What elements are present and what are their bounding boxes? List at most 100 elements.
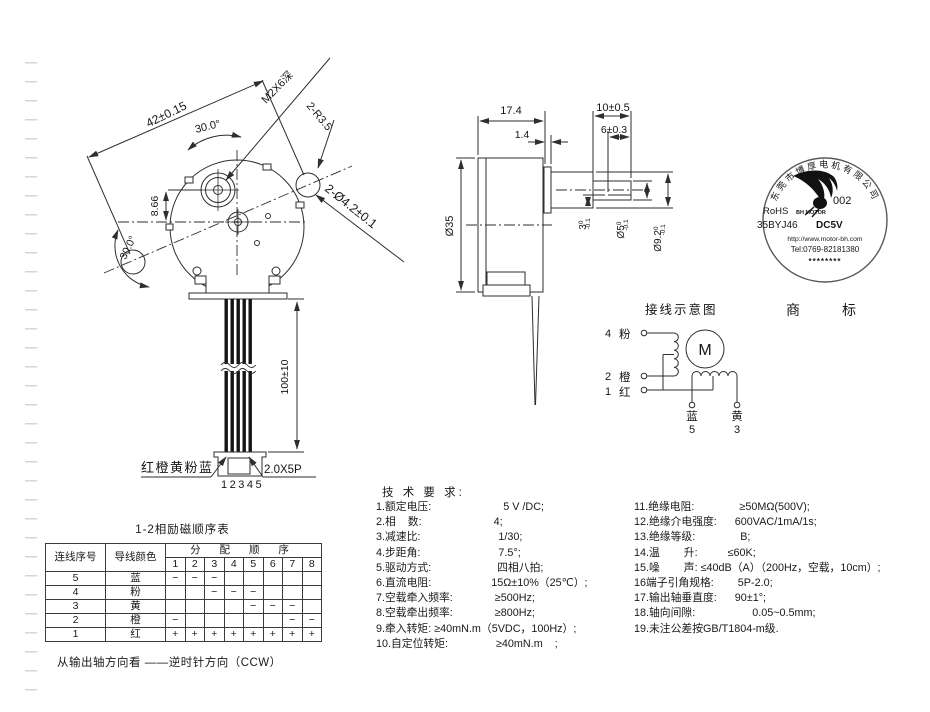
tech-label: 15.噪 声: [634,561,701,574]
trademark-label: 商标 [786,302,898,318]
cell [301,571,323,586]
tech-item: 3.减速比: 1/30; [376,530,638,545]
tech-value: 5P-2.0; [737,577,773,590]
tech-item: 4.步距角: 7.5°; [376,546,638,561]
wire-color: 黄 [105,599,166,614]
tech-item: 11.绝缘电阻: ≥50MΩ(500V); [634,500,926,515]
tech-label: 16端子引角规格: [634,577,738,590]
table-row: 3 黄 − − − [45,599,323,614]
tech-value: 7.5°; [498,546,521,559]
tech-item: 17.输出轴垂直度: 90±1°; [634,591,926,606]
tech-item: 19.未注公差按GB/T1804-m级. [634,622,926,637]
angle-left-label: 30.0° [118,234,140,261]
motor-symbol-circle [685,329,725,369]
cell [223,599,244,614]
cell: − [165,613,186,628]
cell: + [223,627,244,642]
cell [262,571,283,586]
tech-item: 10.自定位转矩: ≥40mN.m ; [376,637,638,652]
cell [243,613,264,628]
stamp-reg-mark: ® [808,179,814,187]
tech-value: B; [740,531,751,544]
eagle-logo-icon [793,170,838,218]
pin5-number: 5 [689,424,695,436]
cell: − [184,571,205,586]
tech-requirements-right: 11.绝缘电阻: ≥50MΩ(500V); 12.绝缘介电强度: 600VAC/… [634,500,926,637]
tech-label: 1.额定电压: [376,501,504,513]
dim-174-label: 17.4 [500,105,521,117]
tech-value: 600VAC/1mA/1s; [734,516,817,529]
tech-label: 8.空载牵出频率: [376,607,495,620]
table-row: 5 蓝 − − − [45,571,323,586]
tech-value: 90±1°; [734,592,767,605]
col-header-order: 分 配 顺 序 [164,543,323,558]
tech-item: 7.空载牵入频率: ≥500Hz; [376,591,638,606]
pin1-color: 红 [619,386,631,399]
tech-label: 17.输出轴垂直度: [634,592,735,605]
cell: + [165,627,186,642]
pin3-number: 3 [734,424,740,436]
tech-value: 5 V /DC; [503,501,544,513]
tech-item: 9.牵入转矩: ≥40mN.m（5VDC，100Hz）; [376,622,638,637]
tech-value: ≤40dB（A）（200Hz，空载，10cm）; [700,561,881,574]
cell [184,585,205,600]
pin4-color: 粉 [619,328,631,341]
cell: + [301,627,323,642]
tech-value: 15Ω±10%（25℃）; [491,577,588,590]
tech-label: 9.牵入转矩: [376,622,435,635]
shaft-side [592,180,632,201]
tech-value: 0.05~0.5mm; [752,607,816,620]
stamp-voltage: DC5V [816,220,843,231]
wire-no: 1 [45,627,106,642]
tech-item: 5.驱动方式: 四相八拍; [376,561,638,576]
order-col: 8 [301,557,323,572]
wire-no: 2 [45,613,106,628]
tech-item: 1.额定电压: 5 V /DC; [376,500,638,515]
side-view [456,111,673,406]
cell [165,599,186,614]
cell: − [223,585,244,600]
cell [204,599,225,614]
dim-866-label: 8.66 [149,196,161,217]
ribbon-cable [220,299,257,452]
dim-42-label: 42±0.15 [144,98,189,130]
mounting-ear-right [295,172,321,198]
dim-6-label: 6±0.3 [601,124,627,136]
tech-item: 18.轴向间隙: 0.05~0.5mm; [634,606,926,621]
table-row: 4 粉 − − − [45,585,323,600]
tech-item: 6.直流电阻: 15Ω±10%（25℃）; [376,576,638,591]
stamp-phone: Tel:0769-82181380 [791,245,860,254]
tech-value: 四相八拍; [497,561,544,574]
col-header-wire-no: 连线序号 [45,543,106,572]
excitation-sequence-table: 连线序号 导线颜色 分 配 顺 序 1 2 3 4 5 6 7 8 5 蓝 − … [45,543,323,642]
tech-label: 11.绝缘电阻: [634,501,740,513]
sequence-table-title: 1-2相励磁顺序表 [135,524,230,536]
cell: + [184,627,205,642]
wire-color: 粉 [105,585,166,600]
cell: − [301,613,323,628]
tech-requirements-left: 1.额定电压: 5 V /DC; 2.相 数: 4; 3.减速比: 1/30; … [376,500,638,652]
wire-no: 3 [45,599,106,614]
tech-label: 5.驱动方式: [376,561,498,574]
stamp-code: 002 [833,195,851,207]
wire-color: 橙 [105,613,166,628]
tech-label: 2.相 数: [376,516,494,529]
output-shaft [197,169,239,211]
pin2-number: 2 [605,371,611,383]
cell [282,571,303,586]
coil-b [691,371,738,377]
cell [243,571,264,586]
order-col: 6 [262,557,283,572]
front-dimensions [86,57,405,478]
pin4-number: 4 [605,328,611,340]
cell: − [282,613,303,628]
tech-label: 18.轴向间隙: [634,607,753,620]
cell: − [165,571,186,586]
cell: − [204,571,225,586]
tech-value: 4; [493,516,503,529]
cell: − [282,599,303,614]
cell: − [243,599,264,614]
pin1-number: 1 [605,386,611,398]
